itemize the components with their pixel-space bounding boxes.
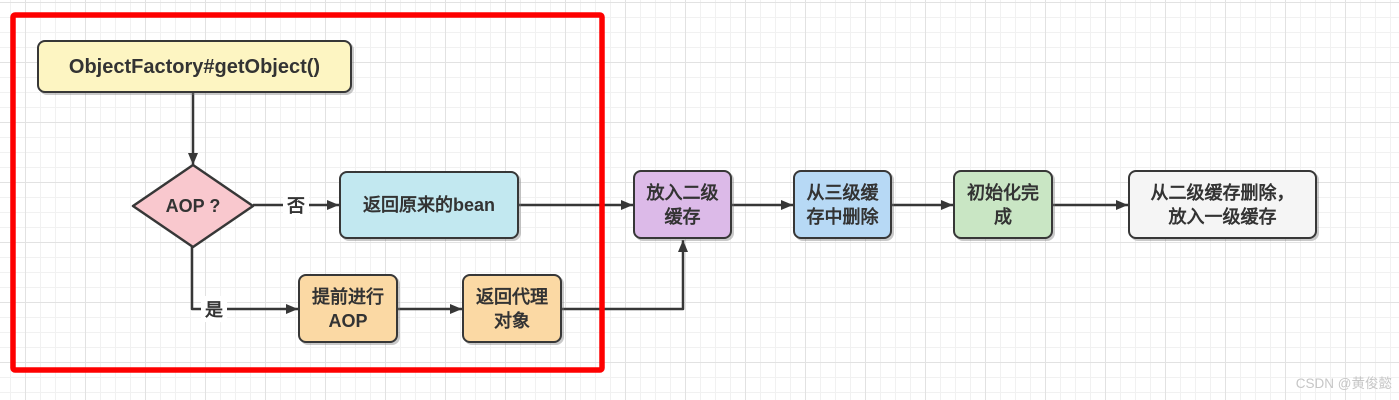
node-objectfactory-getobject: ObjectFactory#getObject() — [37, 40, 352, 93]
red-highlight-rect — [10, 12, 605, 373]
node-init-complete: 初始化完 成 — [953, 170, 1053, 239]
node-remove-from-level3-cache: 从三级缓 存中删除 — [793, 170, 892, 239]
node-return-proxy-object: 返回代理 对象 — [462, 274, 562, 343]
node-return-original-bean: 返回原来的bean — [339, 171, 519, 239]
node-remove-l2-put-l1-cache: 从二级缓存删除， 放入一级缓存 — [1128, 170, 1317, 239]
connector-decision-yes-to-early-aop — [190, 247, 298, 314]
edge-label-yes: 是 — [201, 296, 227, 322]
node-aop-decision-label: AOP ? — [165, 195, 221, 216]
csdn-watermark: CSDN @黄俊懿 — [1295, 376, 1392, 391]
node-put-level2-cache: 放入二级 缓存 — [633, 170, 732, 239]
node-early-aop: 提前进行 AOP — [298, 274, 398, 343]
connector-return-proxy-to-put-l2 — [562, 240, 688, 311]
edge-label-no: 否 — [283, 192, 309, 218]
decision-diamond-shape — [131, 163, 255, 249]
